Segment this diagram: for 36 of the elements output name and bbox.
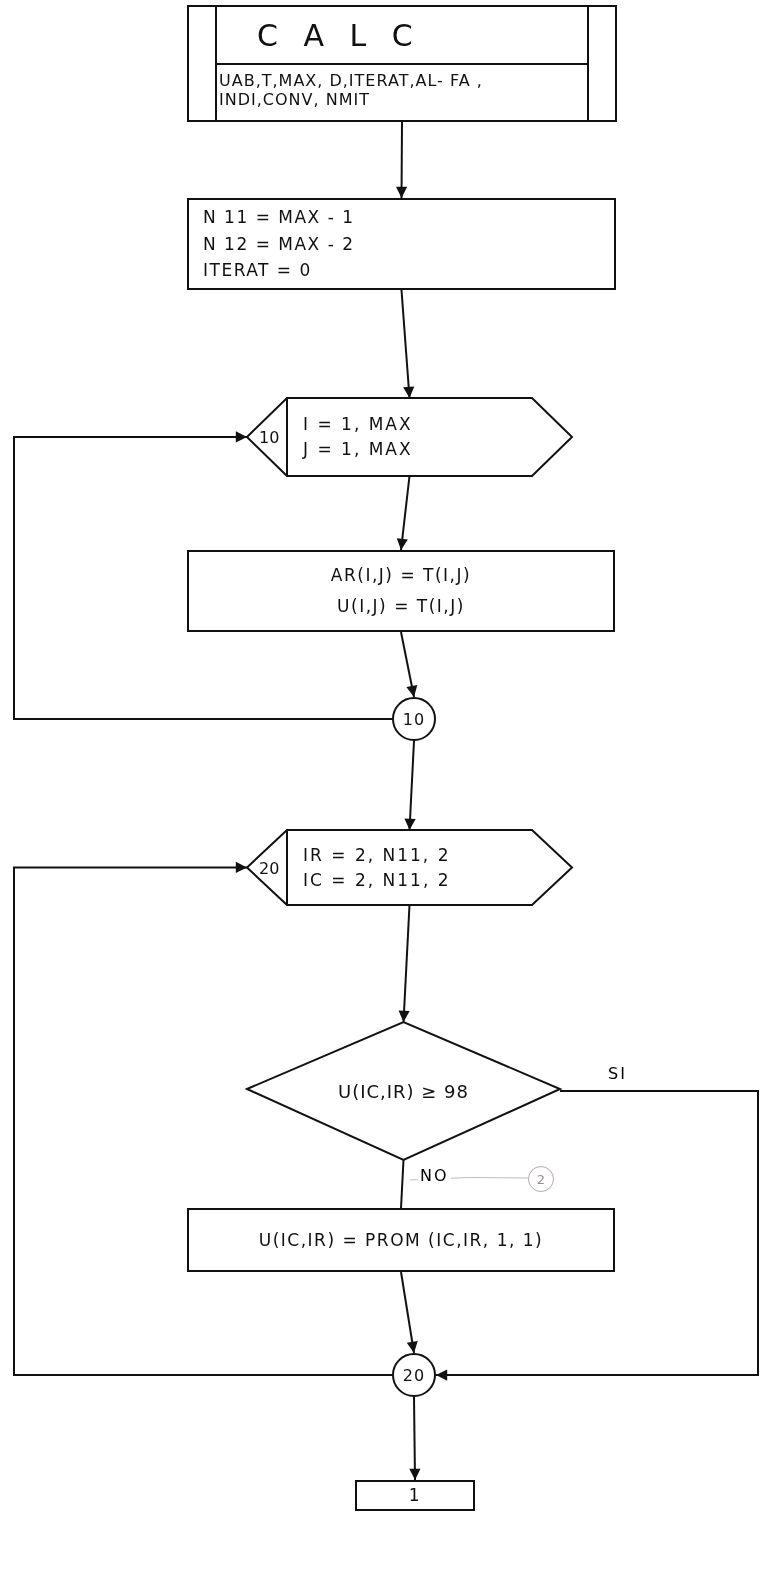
process-box [187,198,616,290]
flow-arrow [396,121,408,199]
subroutine-name: C A L C [257,17,421,53]
statement-text: 1 [408,1486,422,1505]
flow-arrow [435,1090,759,1381]
connector-label: 20 [402,1365,426,1385]
argument-list: UAB,T,MAX, D,ITERAT,AL- FA , INDI,CONV, NMIT [219,71,483,110]
loop-range: IR = 2, N11, 2 [303,845,451,865]
connector-circle [392,1353,436,1397]
process-box [187,1208,615,1272]
flow-arrow [398,904,411,1023]
statement-text: U(IC,IR) = PROM (IC,IR, 1, 1) [258,1230,544,1250]
flow-arrow [400,1271,418,1354]
condition-text: U(IC,IR) ≥ 98 [337,1080,470,1102]
loop-range: J = 1, MAX [303,440,413,459]
connector-circle [392,697,436,741]
statement-text: N 12 = MAX - 2 [203,234,355,254]
flow-arrow [396,475,411,551]
loop-range: I = 1, MAX [303,415,413,434]
connector-label: 10 [402,709,426,729]
loop-label: 20 [259,858,280,877]
process-box [187,550,615,632]
loop-label: 10 [259,427,280,447]
flow-arrow [404,740,416,831]
flow-arrow [13,861,393,1376]
flow-arrow [400,289,415,399]
statement-text: ITERAT = 0 [203,261,312,281]
subroutine-box [187,5,617,122]
flow-arrow [13,431,393,720]
flow-arrow [409,1396,421,1481]
statement-text: U(I,J) = T(I,J) [337,597,465,616]
statement-text: AR(I,J) = T(I,J) [330,566,472,585]
process-box [355,1480,475,1511]
flow-arrow [400,631,418,698]
loop-range: IC = 2, N11, 2 [303,870,451,890]
statement-text: N 11 = MAX - 1 [203,207,355,227]
